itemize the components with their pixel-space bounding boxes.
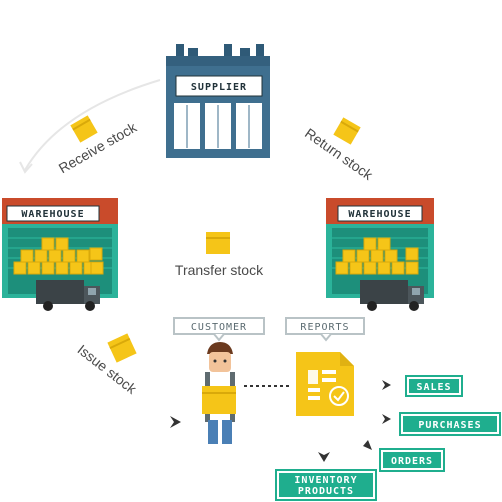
- inventory-arrow-icon: [318, 452, 330, 462]
- inventory-label: INVENTORY: [294, 475, 357, 486]
- orders-arrow-icon: [363, 440, 372, 450]
- warehouse-left-sign: WAREHOUSE: [21, 209, 84, 220]
- sales-arrow-icon: [382, 380, 391, 390]
- customer-label: CUSTOMER: [191, 322, 247, 333]
- issue-arrow-icon: [170, 416, 181, 428]
- customer-tag: CUSTOMER: [173, 317, 265, 342]
- supplier-sign: SUPPLIER: [191, 82, 247, 93]
- products-label: PRODUCTS: [298, 486, 354, 497]
- issue-stock-box-icon: [107, 333, 137, 363]
- orders-label: ORDERS: [391, 456, 433, 467]
- receive-arrowhead: [19, 161, 33, 174]
- reports-label: REPORTS: [300, 322, 349, 333]
- return-stock-box-icon: [333, 117, 361, 145]
- sales-box: SALES: [405, 375, 463, 397]
- warehouse-right-sign: WAREHOUSE: [348, 209, 411, 220]
- inventory-products-box: INVENTORY PRODUCTS: [275, 469, 377, 501]
- supplier-building: SUPPLIER: [166, 44, 270, 158]
- transfer-stock-box-icon: [206, 232, 230, 254]
- receive-stock-box-icon: [70, 115, 98, 143]
- purchases-box: PURCHASES: [399, 412, 501, 436]
- report-document-icon: [296, 352, 354, 416]
- warehouse-left: WAREHOUSE: [2, 198, 118, 298]
- transfer-stock-label: Transfer stock: [175, 262, 264, 278]
- sales-label: SALES: [416, 382, 451, 393]
- receive-stock-label: Receive stock: [56, 118, 140, 176]
- truck-right: [360, 280, 424, 311]
- reports-tag: REPORTS: [285, 317, 365, 342]
- customer-figure: [202, 342, 236, 444]
- orders-box: ORDERS: [379, 448, 445, 472]
- purchases-arrow-icon: [382, 414, 391, 424]
- receive-arrow: [24, 79, 161, 171]
- purchases-label: PURCHASES: [418, 420, 481, 431]
- truck-left: [36, 280, 100, 311]
